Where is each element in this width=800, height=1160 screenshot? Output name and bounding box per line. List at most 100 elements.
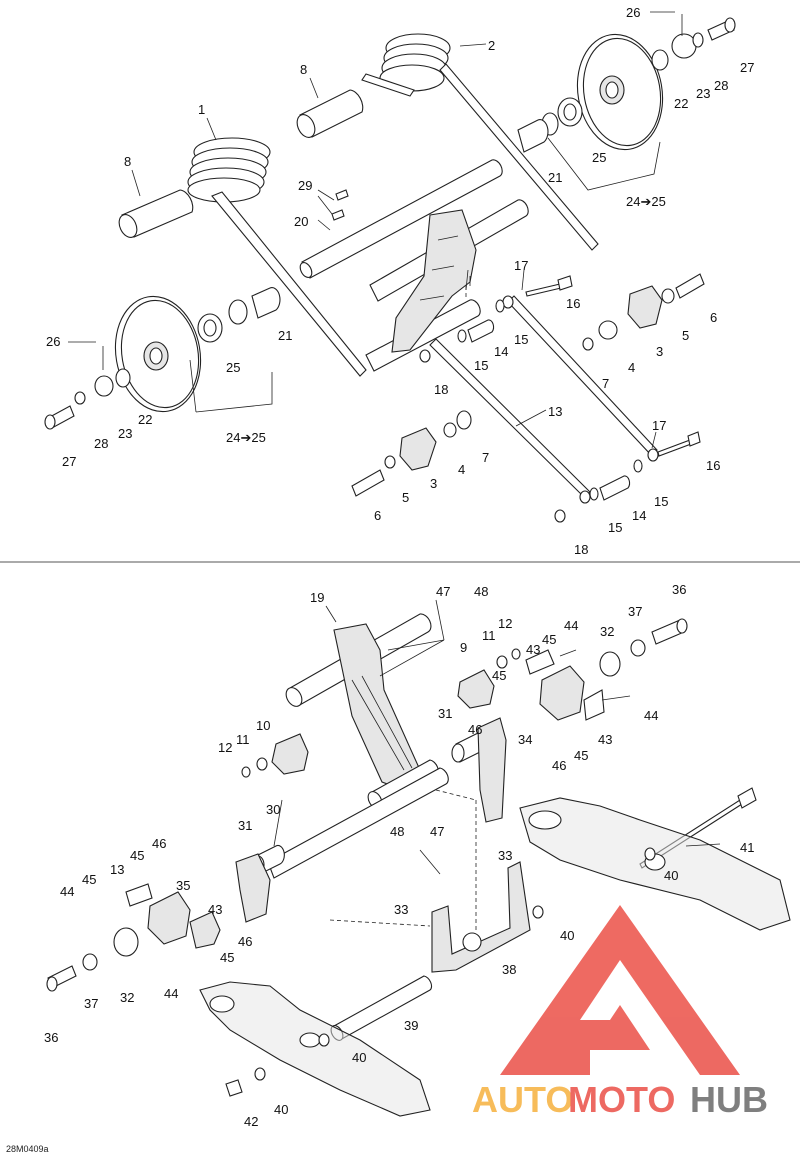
callout-46-left-lower: 46 [238, 934, 252, 949]
callout-8-lower: 8 [124, 154, 131, 169]
side-rail-upper [519, 797, 791, 931]
callout-25-right: 25 [592, 150, 606, 165]
callout-45-lower-right: 45 [574, 748, 588, 763]
block-10 [271, 733, 309, 775]
callout-29: 29 [298, 178, 312, 193]
callout-5-lower: 5 [402, 490, 409, 505]
callout-9: 9 [460, 640, 467, 655]
idler-wheel-left [44, 287, 281, 430]
callout-37-right: 37 [628, 604, 642, 619]
callout-18-lower: 18 [574, 542, 588, 557]
callout-27-right: 27 [740, 60, 754, 75]
axle-30 [267, 767, 449, 879]
logo-triangle-mark [500, 905, 740, 1075]
callout-4-lower: 4 [458, 462, 465, 477]
logo-text-moto: MOTO [568, 1079, 675, 1120]
bolt-16-lower [657, 439, 692, 457]
callout-34: 34 [518, 732, 532, 747]
stopper-3-upper [582, 273, 705, 351]
callout-17-lower: 17 [652, 418, 666, 433]
callout-39: 39 [404, 1018, 418, 1033]
callout-22-right: 22 [674, 96, 688, 111]
callout-15-lower-b: 15 [608, 520, 622, 535]
callout-28-right: 28 [714, 78, 728, 93]
callout-11-left: 11 [236, 732, 250, 747]
callout-32-left: 32 [120, 990, 134, 1005]
callout-24-25-right: 24➔25 [626, 194, 666, 209]
callout-36-right: 36 [672, 582, 686, 597]
callout-15-upper-b: 15 [474, 358, 488, 373]
center-arm-frame [391, 209, 477, 353]
cam-block-34 [539, 665, 585, 721]
shaft-20 [301, 159, 503, 279]
callout-18-upper: 18 [434, 382, 448, 397]
callout-10: 10 [256, 718, 270, 733]
nut-42 [225, 1079, 243, 1097]
callout-11-right: 11 [482, 628, 496, 643]
rear-bracket-38 [431, 861, 531, 973]
side-rail-lower [199, 981, 431, 1117]
callout-7-lower: 7 [482, 450, 489, 465]
callout-13: 13 [548, 404, 562, 419]
callout-15-lower-a: 15 [654, 494, 668, 509]
logo-text-hub: HUB [690, 1079, 768, 1120]
callout-2: 2 [488, 38, 495, 53]
callout-47-lower: 47 [430, 824, 444, 839]
block-9 [457, 669, 495, 709]
stopper-3-lower [351, 410, 472, 497]
callout-44-mid-right: 44 [644, 708, 658, 723]
callout-48-upper: 48 [474, 584, 488, 599]
callout-31-lower: 31 [238, 818, 252, 833]
callout-32-right: 32 [600, 624, 614, 639]
callout-14-lower: 14 [632, 508, 646, 523]
watermark-logo: AUTO MOTO HUB [472, 905, 768, 1120]
callout-17-upper: 17 [514, 258, 528, 273]
callout-40-lower: 40 [352, 1050, 366, 1065]
link-13 [429, 295, 659, 504]
callout-46-lower-right: 46 [552, 758, 566, 773]
callout-30: 30 [266, 802, 280, 817]
callout-7-upper: 7 [602, 376, 609, 391]
callout-44-upper-right: 44 [564, 618, 578, 633]
callout-45-left-mid: 45 [82, 872, 96, 887]
callout-8-upper: 8 [300, 62, 307, 77]
idler-wheel-right [517, 14, 736, 153]
callout-21-left: 21 [278, 328, 292, 343]
callout-13-bottom: 13 [110, 862, 124, 877]
callout-16-upper: 16 [566, 296, 580, 311]
callout-46-upper: 46 [468, 722, 482, 737]
callout-35: 35 [176, 878, 190, 893]
callout-5-upper: 5 [682, 328, 689, 343]
callout-27-left: 27 [62, 454, 76, 469]
callout-43-lower-right: 43 [598, 732, 612, 747]
callout-37-left: 37 [84, 996, 98, 1011]
callout-15-upper-a: 15 [514, 332, 528, 347]
callout-43-upper-right: 43 [526, 642, 540, 657]
spring-2 [361, 33, 599, 251]
callout-40-bottom: 40 [274, 1102, 288, 1117]
callout-45-upper-right: 45 [542, 632, 556, 647]
callout-46-left: 46 [152, 836, 166, 851]
sleeve-8-upper [296, 89, 364, 138]
shaft-39 [333, 975, 433, 1041]
callout-16-lower: 16 [706, 458, 720, 473]
drawing-reference: 28M0409a [6, 1144, 49, 1154]
callout-1: 1 [198, 102, 205, 117]
bottom-assembly: 19 47 48 36 37 12 11 44 45 9 43 32 45 44… [44, 582, 791, 1129]
callout-6-upper: 6 [710, 310, 717, 325]
callout-44-left-upper: 44 [60, 884, 74, 899]
callout-42: 42 [244, 1114, 258, 1129]
callout-40-upper: 40 [664, 868, 678, 883]
callout-41: 41 [740, 840, 754, 855]
cam-block-35 [147, 891, 191, 945]
callout-24-25-left: 24➔25 [226, 430, 266, 445]
logo-text-auto: AUTO [472, 1079, 573, 1120]
callout-45-mid-right: 45 [492, 668, 506, 683]
callout-4-upper: 4 [628, 360, 635, 375]
top-assembly: 1 2 8 8 26 27 28 22 23 25 21 24➔25 29 20… [44, 5, 754, 557]
callout-12-left: 12 [218, 740, 232, 755]
callout-23-right: 23 [696, 86, 710, 101]
callout-14-upper: 14 [494, 344, 508, 359]
callout-20: 20 [294, 214, 308, 229]
